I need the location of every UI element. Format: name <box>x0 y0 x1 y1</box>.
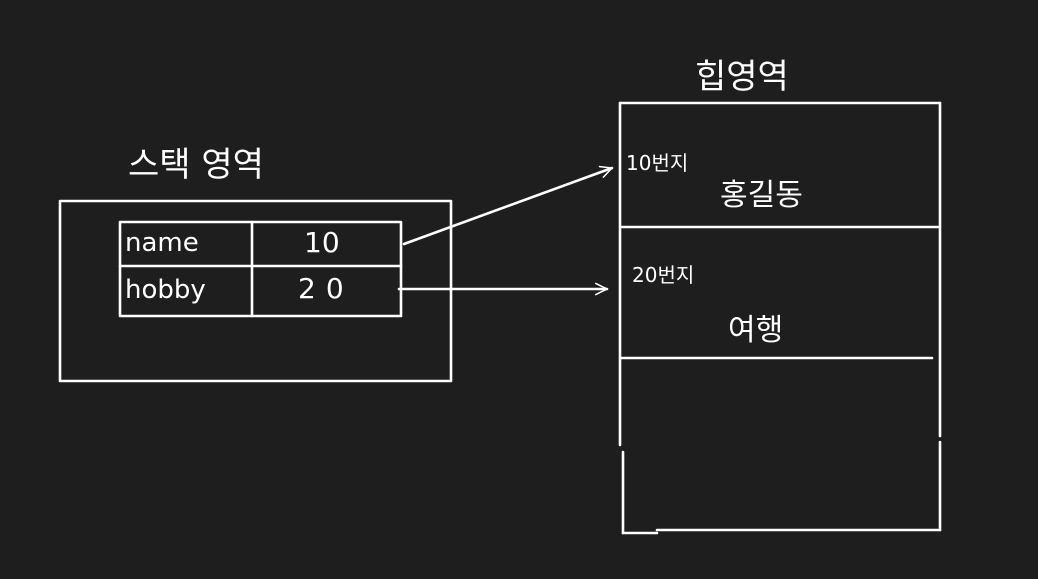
stack-row-hobby-value: 20 <box>298 272 354 305</box>
heap-box <box>618 101 942 535</box>
stack-row-name-value: 10 <box>304 226 340 259</box>
stack-row-hobby-label: hobby <box>125 275 206 305</box>
arrow-name-to-10 <box>402 165 614 246</box>
heap-cell-1-value: 홍길동 <box>720 178 803 213</box>
stack-table-border <box>118 220 403 318</box>
stack-row-name-label: name <box>125 228 199 258</box>
stack-table <box>118 220 403 318</box>
heap-title: 힙영역 <box>695 57 789 97</box>
heap-cell-2-address: 20번지 <box>632 263 694 287</box>
stack-box <box>58 199 453 383</box>
heap-cell-1-address: 10번지 <box>626 151 688 175</box>
stack-title: 스택 영역 <box>128 145 264 185</box>
heap-cell-2-value: 여행 <box>728 313 783 348</box>
